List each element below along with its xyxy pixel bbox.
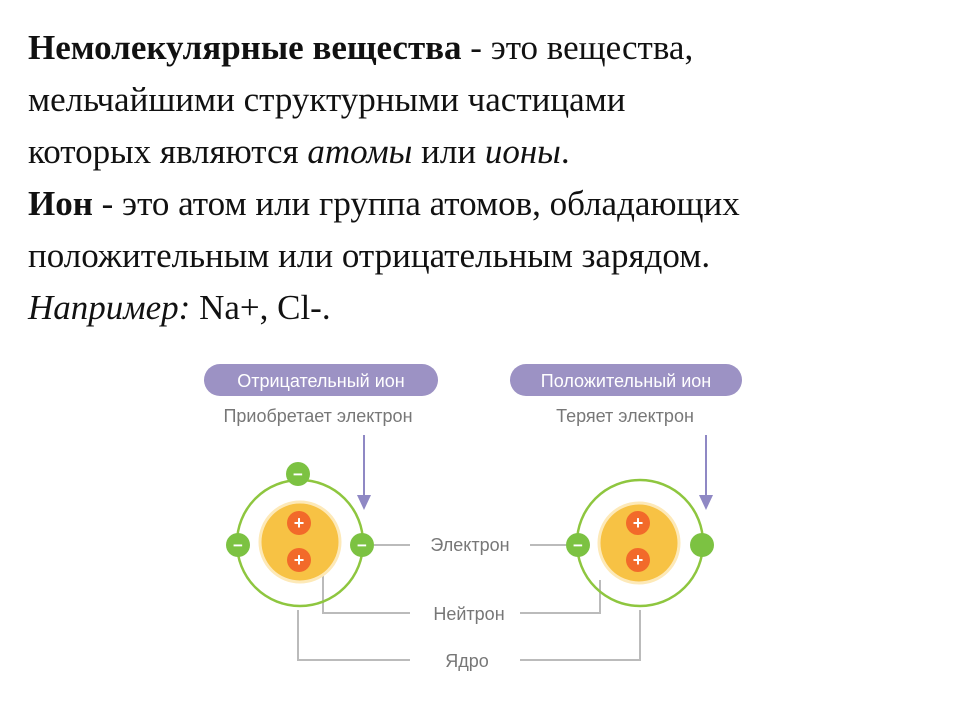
electron <box>350 533 374 557</box>
plus-sign: + <box>633 550 644 570</box>
positive-ion-title: Положительный ион <box>541 371 711 391</box>
period: . <box>560 132 570 171</box>
word-or: или <box>412 132 485 171</box>
word-ions: ионы <box>484 132 561 171</box>
positive-nucleus <box>597 501 681 585</box>
neutron-leader-right <box>520 580 601 614</box>
plus-sign: + <box>294 550 305 570</box>
nucleus-leader-left <box>297 610 410 661</box>
word-atoms: атомы <box>307 132 413 171</box>
nucleus-label: Ядро <box>445 651 489 671</box>
positive-arrow-head <box>699 495 713 510</box>
definition-text-1: это вещества, <box>490 28 694 67</box>
plus-sign: + <box>633 513 644 533</box>
negative-nucleus <box>258 500 342 584</box>
definition-line-2: мельчайшими структурными частицами <box>28 74 938 126</box>
ion-text-2: положительным или отрицательным зарядом. <box>28 236 711 275</box>
proton <box>626 511 650 535</box>
example-line: Например: Na+, Cl-. <box>28 282 938 334</box>
text-block: Немолекулярные вещества - это вещества, … <box>28 22 938 334</box>
term-ion: Ион <box>28 184 93 223</box>
positive-ion-subtitle: Теряет электрон <box>556 406 694 426</box>
definition-line-3: которых являются атомы или ионы. <box>28 126 938 178</box>
ion-line-1: Ион - это атом или группа атомов, облада… <box>28 178 938 230</box>
minus-sign: − <box>293 465 303 484</box>
minus-sign: − <box>233 536 243 555</box>
term-nonmolecular: Немолекулярные вещества <box>28 28 462 67</box>
example-label: Например: <box>28 288 191 327</box>
minus-sign: − <box>573 536 583 555</box>
negative-ion-title: Отрицательный ион <box>237 371 405 391</box>
negative-ion-atom: + + − − − <box>226 462 374 608</box>
separator: - <box>92 184 123 223</box>
neutron-leader-left <box>322 567 410 614</box>
ion-text-1: это атом или группа атомов, обладающих <box>122 184 740 223</box>
proton <box>287 511 311 535</box>
definition-text-2: мельчайшими структурными частицами <box>28 80 626 119</box>
negative-arrow-head <box>357 495 371 510</box>
neutron-label: Нейтрон <box>433 604 504 624</box>
definition-text-3: которых являются <box>28 132 308 171</box>
electron <box>286 462 310 486</box>
proton <box>626 548 650 572</box>
positive-ion-atom: + + − <box>566 478 714 608</box>
proton <box>287 548 311 572</box>
ion-line-2: положительным или отрицательным зарядом. <box>28 230 938 282</box>
plus-sign: + <box>294 513 305 533</box>
definition-line-1: Немолекулярные вещества - это вещества, <box>28 22 938 74</box>
positive-ion-pill <box>510 364 742 396</box>
nucleus-leader-right <box>520 610 641 661</box>
negative-ion-subtitle: Приобретает электрон <box>223 406 412 426</box>
electron-label: Электрон <box>430 535 509 555</box>
leader-lines <box>297 544 641 661</box>
separator: - <box>461 28 491 67</box>
electron <box>566 533 590 557</box>
electron-lost <box>690 533 714 557</box>
negative-ion-pill <box>204 364 438 396</box>
example-value: Na+, Cl-. <box>190 288 331 327</box>
electron <box>226 533 250 557</box>
minus-sign: − <box>357 536 367 555</box>
